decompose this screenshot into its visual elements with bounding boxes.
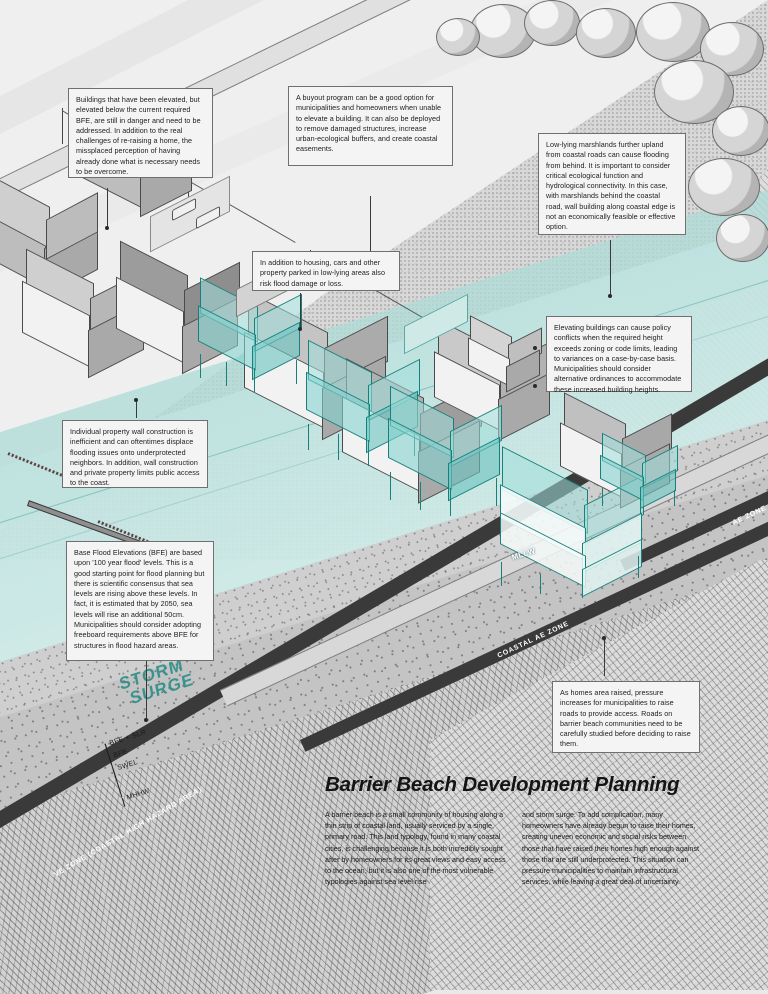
elevated-building-proposal — [382, 385, 512, 518]
callout-leader-dot — [608, 294, 612, 298]
callout-leader-dot — [144, 718, 148, 722]
callout-leader — [300, 293, 301, 329]
callout-leader — [107, 188, 108, 228]
callout-leader-dot — [602, 636, 606, 640]
tree-canopy — [716, 214, 768, 262]
utility-pole — [62, 108, 63, 144]
callout-leader — [136, 400, 137, 418]
callout-leader-dot — [298, 327, 302, 331]
accessory-structure — [466, 315, 546, 393]
title-body-left: A barrier beach is a small community of … — [325, 810, 506, 887]
callout-policy-conflicts[interactable]: Elevating buildings can cause policy con… — [546, 316, 692, 394]
callout-raising-roads[interactable]: As homes area raised, pressure increases… — [552, 681, 700, 753]
tree-canopy — [688, 158, 760, 216]
tree-canopy — [636, 2, 710, 62]
tree-canopy — [524, 0, 580, 46]
title-body-right: and storm surge. To add complication, ma… — [522, 810, 700, 887]
elevated-structure-small — [596, 432, 686, 516]
callout-leader-dot — [533, 384, 537, 388]
callout-individual-wall-construction[interactable]: Individual property wall construction is… — [62, 420, 208, 488]
elevated-building-proposal — [192, 277, 312, 398]
title-body-columns: A barrier beach is a small community of … — [325, 809, 705, 887]
callout-leader — [370, 196, 371, 254]
callout-leader-dot — [134, 398, 138, 402]
callout-leader-dot — [105, 226, 109, 230]
callout-base-flood-elevations[interactable]: Base Flood Elevations (BFE) are based up… — [66, 541, 214, 661]
callout-buyout-program[interactable]: A buyout program can be a good option fo… — [288, 86, 453, 166]
callout-low-lying-marshlands[interactable]: Low-lying marshlands further upland from… — [538, 133, 686, 235]
callout-leader — [610, 240, 611, 296]
callout-leader — [146, 660, 147, 722]
callout-cars-and-property[interactable]: In addition to housing, cars and other p… — [252, 251, 400, 291]
callout-elevated-below-bfe[interactable]: Buildings that have been elevated, but e… — [68, 88, 213, 178]
tree-canopy — [576, 8, 636, 58]
callout-leader — [604, 640, 605, 676]
tree-canopy — [712, 106, 768, 156]
callout-leader-dot — [533, 346, 537, 350]
title-block: Barrier Beach Development Planning A bar… — [325, 773, 705, 887]
tree-canopy — [436, 18, 480, 56]
elevated-building-hero — [492, 446, 652, 598]
page-title: Barrier Beach Development Planning — [325, 773, 680, 796]
